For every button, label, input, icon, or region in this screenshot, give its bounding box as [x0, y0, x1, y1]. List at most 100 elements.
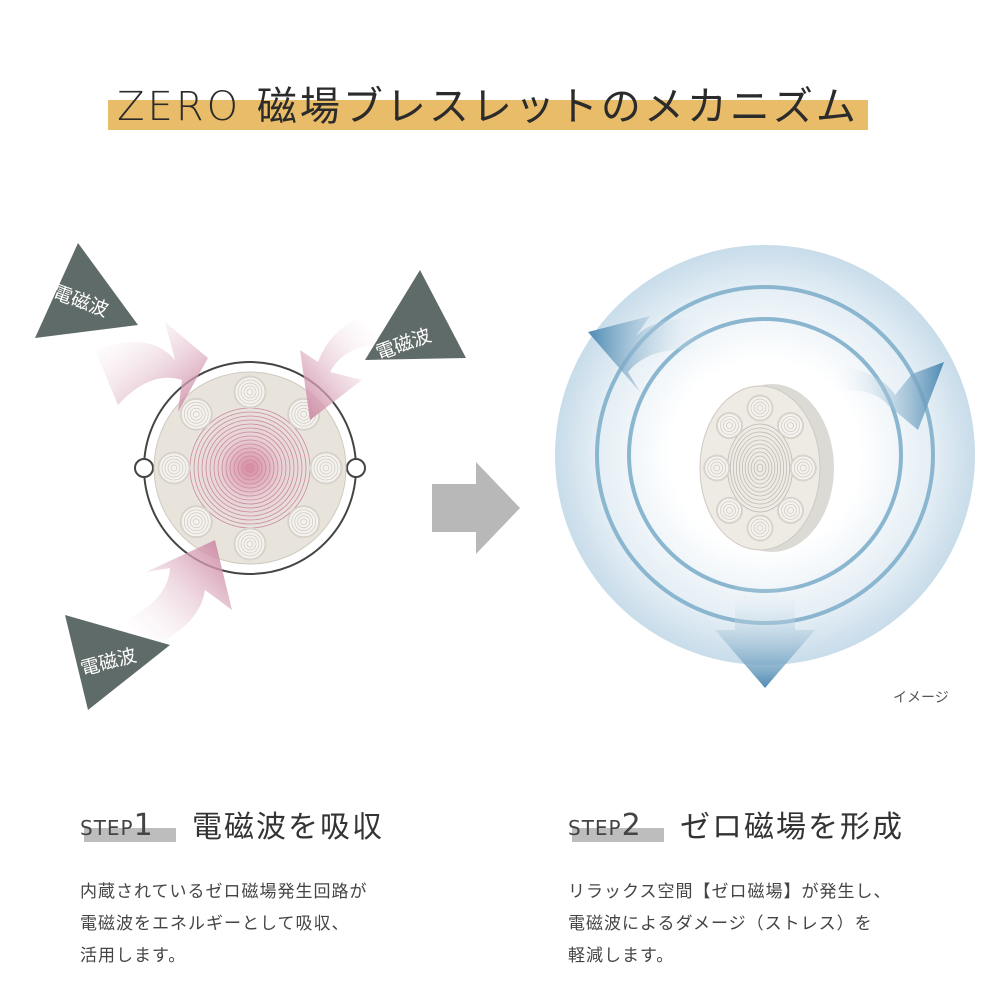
coil-circle — [179, 505, 213, 539]
coil-ring — [170, 464, 178, 472]
coil-ring — [319, 461, 333, 475]
step-word: STEP — [568, 816, 622, 840]
coil-ring — [710, 461, 724, 475]
core-ring — [245, 463, 255, 473]
wave-arrow-top-right — [300, 318, 380, 420]
core-ring — [237, 455, 263, 481]
core-ring — [756, 463, 764, 473]
coil-ring — [186, 404, 206, 424]
core-ring — [744, 447, 776, 489]
core-ring — [735, 435, 785, 501]
coil-ring — [180, 398, 212, 430]
step-number: 1 — [133, 808, 153, 843]
step-2-head: STEP2 ゼロ磁場を形成 — [568, 800, 988, 845]
coil-ring — [161, 455, 187, 481]
coil-ring — [720, 416, 739, 435]
core-ring — [738, 439, 782, 497]
coil-ring — [781, 416, 800, 435]
step-tag-bar — [572, 828, 664, 842]
coil-ring — [753, 401, 767, 415]
coil-ring — [717, 498, 742, 523]
coil-ring — [713, 464, 721, 472]
coil-ring — [240, 534, 260, 554]
step-word: STEP — [80, 816, 134, 840]
core-ring — [221, 439, 279, 497]
field-coil-ring — [703, 394, 817, 542]
coil-ring — [243, 537, 257, 551]
coil-ring — [316, 458, 336, 478]
step-1: STEP1 電磁波を吸収 内蔵されているゼロ磁場発生回路が 電磁波をエネルギーと… — [80, 800, 500, 972]
wave-arrow-top-left — [95, 322, 208, 412]
coil-circle — [309, 451, 343, 485]
coil-ring — [186, 512, 206, 532]
coil-circle — [179, 397, 213, 431]
coil-ring — [787, 422, 794, 429]
next-arrow-icon — [432, 462, 520, 554]
coil-ring — [288, 398, 320, 430]
page-title-block: ZERO 磁場ブレスレットのメカニズム — [108, 68, 868, 138]
core-ring — [229, 447, 271, 489]
coil-circle — [157, 451, 191, 485]
field-arrow-right — [830, 362, 944, 430]
coil-ring — [297, 515, 311, 529]
coil-ring — [781, 501, 800, 520]
step-2-title: ゼロ磁場を形成 — [680, 810, 904, 845]
wave-arrow-bottom-left — [125, 540, 232, 648]
coil-ring — [322, 464, 330, 472]
coil-ring — [717, 413, 742, 438]
coil-ring — [158, 452, 190, 484]
coil-ring — [237, 379, 263, 405]
coil-ring — [726, 422, 733, 429]
coil-ring — [750, 398, 770, 418]
coil-ring — [234, 376, 266, 408]
step2-field-group — [555, 245, 975, 688]
core-ring — [732, 431, 788, 505]
coil-ring — [300, 518, 308, 526]
coil-ring — [164, 458, 184, 478]
coil-ring — [288, 506, 320, 538]
coil-ring — [189, 407, 203, 421]
wave-triangle-2 — [365, 270, 466, 360]
coil-ring — [778, 413, 803, 438]
coil-ring — [747, 395, 773, 421]
step-2-description: リラックス空間【ゼロ磁場】が発生し、 電磁波によるダメージ（ストレス）を 軽減し… — [568, 876, 988, 972]
image-caption: イメージ — [893, 690, 949, 706]
coil-ring — [157, 375, 343, 561]
step-2-line-3: 軽減します。 — [568, 946, 675, 966]
coil-ring — [183, 401, 209, 427]
step-1-tag: STEP1 — [80, 808, 176, 843]
coil-ring — [246, 540, 254, 548]
coil-ring — [723, 504, 736, 517]
step-1-line-1: 内蔵されているゼロ磁場発生回路が — [80, 882, 368, 902]
coil-ring — [784, 419, 797, 432]
coil-ring — [723, 419, 736, 432]
coil-circle — [233, 527, 267, 561]
coil-ring — [192, 410, 200, 418]
coil-ring — [183, 509, 209, 535]
coil-ring — [753, 521, 767, 535]
coil-ring — [189, 515, 203, 529]
step-1-line-2: 電磁波をエネルギーとして吸収、 — [80, 914, 350, 934]
core-ring — [747, 451, 773, 485]
coil-ring — [294, 512, 314, 532]
step-2-line-2: 電磁波によるダメージ（ストレス）を — [568, 914, 873, 934]
coil-ring — [243, 385, 257, 399]
coil-ring — [720, 501, 739, 520]
coil-ring — [799, 464, 807, 472]
coil-ring — [756, 404, 764, 412]
coil-ring — [237, 531, 263, 557]
coil-ring — [240, 382, 260, 402]
core-ring — [193, 411, 307, 525]
coil-ring — [300, 410, 308, 418]
step-1-description: 内蔵されているゼロ磁場発生回路が 電磁波をエネルギーとして吸収、 活用します。 — [80, 876, 500, 972]
coil-ring — [778, 498, 803, 523]
core-ring — [753, 459, 767, 477]
coil-ring — [310, 452, 342, 484]
core-ring — [213, 431, 287, 505]
core-ring — [233, 451, 267, 485]
core-ring — [197, 415, 303, 521]
coil-ring — [167, 461, 181, 475]
step-2-line-1: リラックス空間【ゼロ磁場】が発生し、 — [568, 882, 892, 902]
coil-ring — [246, 388, 254, 396]
